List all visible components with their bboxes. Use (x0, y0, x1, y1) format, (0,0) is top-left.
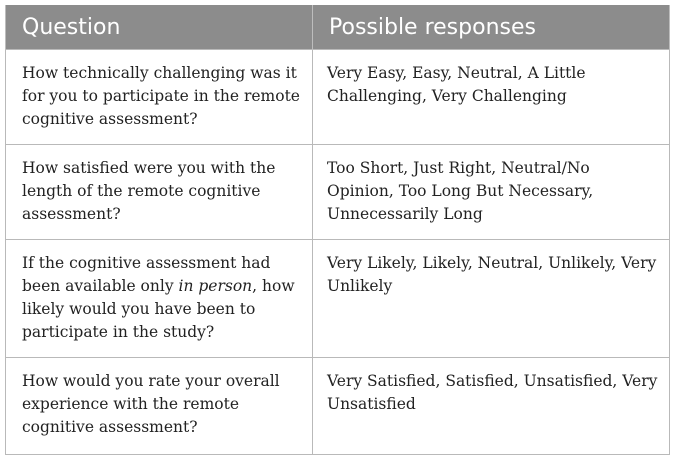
responses-cell: Very Likely, Likely, Neutral, Unlikely, … (312, 239, 670, 358)
question-emphasis: in person (178, 277, 253, 295)
header-row: Question Possible responses (5, 5, 670, 50)
question-cell: How technically challenging was it for y… (5, 49, 313, 145)
table-row: If the cognitive assessment had been ava… (5, 239, 670, 358)
question-text-end: , how likely would you have been to part… (22, 277, 295, 341)
responses-cell: Very Easy, Easy, Neutral, A Little Chall… (312, 49, 670, 145)
table-row: How would you rate your overall experien… (5, 357, 670, 455)
responses-cell: Very Satisfied, Satisfied, Unsatisfied, … (312, 357, 670, 455)
question-text-start: If the cognitive assessment had been ava… (22, 254, 271, 295)
table-row: How technically challenging was it for y… (5, 49, 670, 145)
header-question: Question (5, 5, 313, 50)
responses-cell: Too Short, Just Right, Neutral/No Opinio… (312, 144, 670, 240)
question-cell: How satisfied were you with the length o… (5, 144, 313, 240)
header-possible-responses: Possible responses (312, 5, 670, 50)
question-cell: How would you rate your overall experien… (5, 357, 313, 455)
table-row: How satisfied were you with the length o… (5, 144, 670, 240)
survey-questions-table: Question Possible responses How technica… (5, 5, 670, 455)
table-body: How technically challenging was it for y… (5, 49, 670, 455)
table-header: Question Possible responses (5, 5, 670, 50)
question-cell: If the cognitive assessment had been ava… (5, 239, 313, 358)
